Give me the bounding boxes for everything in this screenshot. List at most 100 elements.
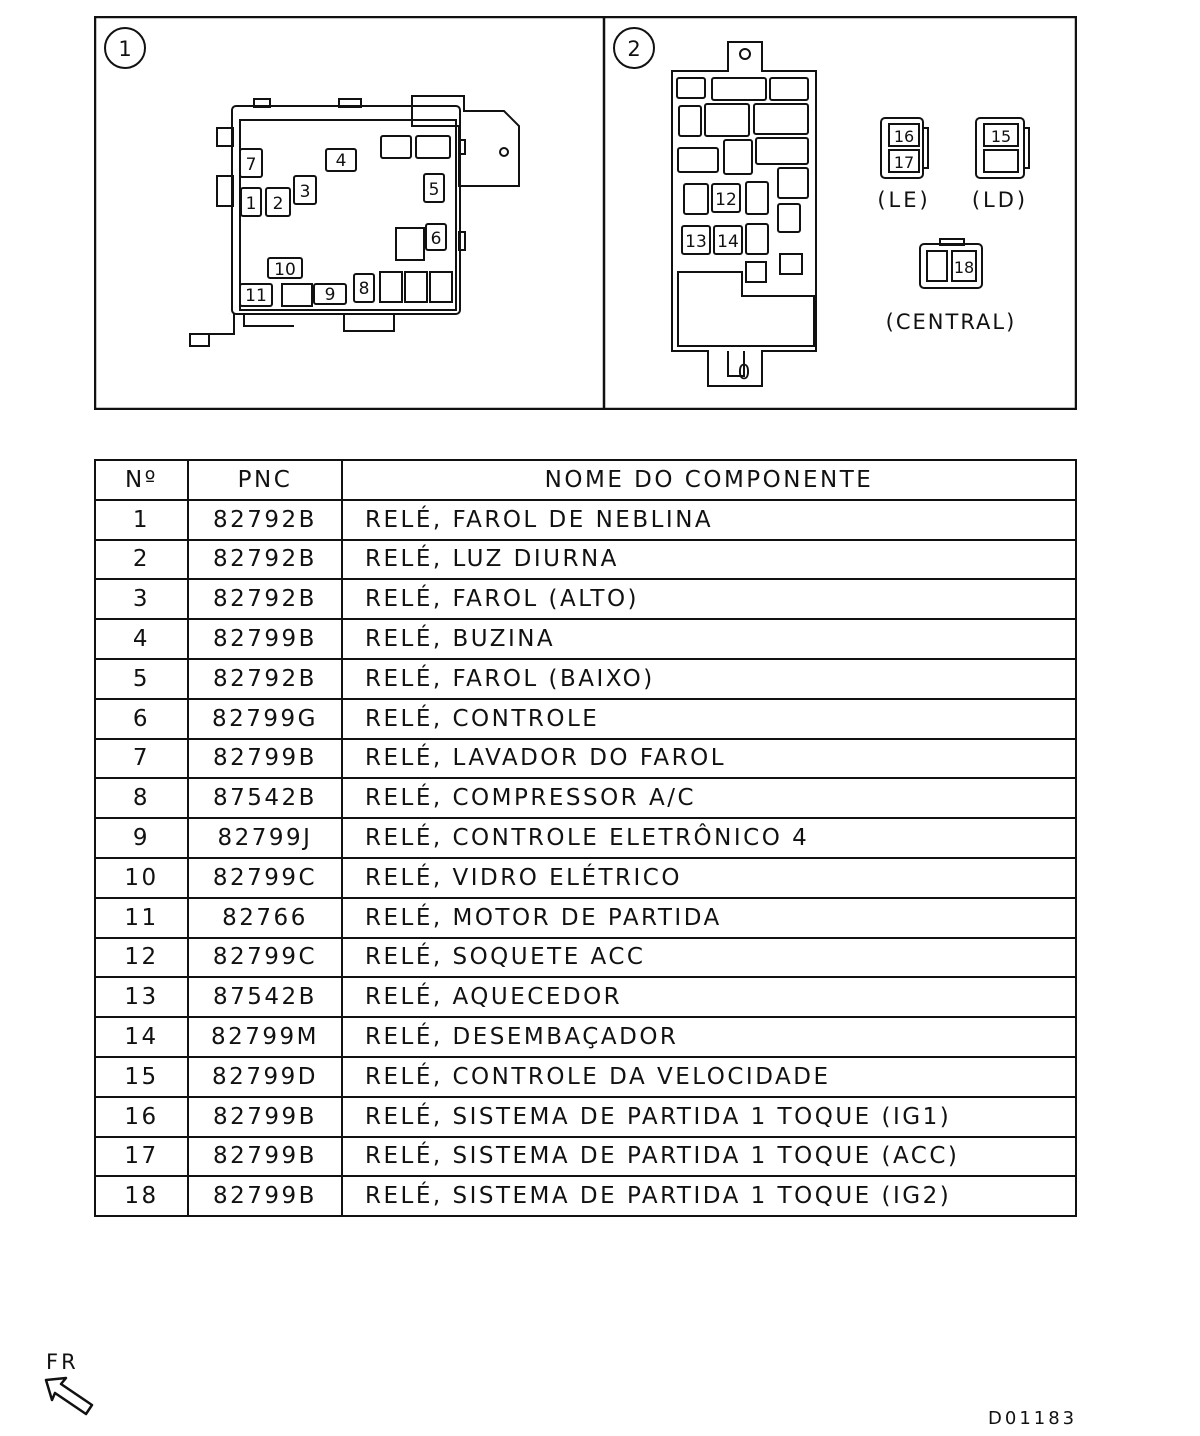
relay-4-marker: 4 (336, 151, 347, 171)
cell-pnc: 82799J (187, 817, 343, 859)
panel-1: 1 (104, 27, 520, 347)
relay-1-marker: 1 (246, 194, 257, 214)
cell-number: 2 (94, 538, 189, 581)
cell-pnc: 82792B (187, 538, 343, 581)
cell-pnc: 82766 (187, 896, 343, 939)
cell-component-name: RELÉ, FAROL (ALTO) (341, 578, 1077, 621)
cell-pnc: 82799G (187, 697, 343, 740)
cell-component-name: RELÉ, BUZINA (341, 618, 1077, 660)
document-id: D01183 (988, 1408, 1078, 1429)
relay-12-marker: 12 (715, 190, 737, 210)
cell-number: 5 (94, 657, 189, 700)
relay-11-marker: 11 (245, 286, 267, 306)
panel-2: 2 12 (613, 27, 1030, 387)
relay-7-marker: 7 (246, 155, 257, 175)
cell-number: 1 (94, 498, 189, 541)
cell-component-name: RELÉ, VIDRO ELÉTRICO (341, 856, 1077, 899)
panel-2-number: 2 (627, 37, 640, 61)
cell-component-name: RELÉ, FAROL DE NEBLINA (341, 498, 1077, 541)
cell-component-name: RELÉ, COMPRESSOR A/C (341, 777, 1077, 820)
dash-junction-block-outline (671, 41, 817, 387)
cell-pnc: 82792B (187, 498, 343, 541)
cell-number: 10 (94, 856, 189, 899)
central-caption: (CENTRAL) (886, 310, 1017, 334)
relay-location-diagram: 1 (94, 16, 1077, 410)
cell-number: 15 (94, 1055, 189, 1098)
cell-pnc: 87542B (187, 777, 343, 820)
engine-fuse-box-outline (189, 95, 520, 347)
cell-pnc: 82799C (187, 936, 343, 979)
relay-15-marker: 15 (991, 127, 1011, 146)
relay-13-marker: 13 (685, 232, 707, 252)
cell-component-name: RELÉ, CONTROLE ELETRÔNICO 4 (341, 817, 1077, 859)
cell-pnc: 82799B (187, 1095, 343, 1138)
header-number: Nº (94, 459, 189, 501)
cell-component-name: RELÉ, SISTEMA DE PARTIDA 1 TOQUE (IG1) (341, 1095, 1077, 1138)
relay-8-marker: 8 (359, 279, 370, 299)
cell-number: 14 (94, 1016, 189, 1058)
cell-number: 17 (94, 1135, 189, 1178)
cell-number: 3 (94, 578, 189, 621)
table-header-row: Nº PNC NOME DO COMPONENTE (94, 459, 1077, 501)
cell-pnc: 82799B (187, 618, 343, 660)
cell-number: 8 (94, 777, 189, 820)
relay-16-marker: 16 (894, 127, 914, 146)
ld-relay-block: 15 (LD) (972, 117, 1030, 212)
relay-10-marker: 10 (274, 260, 296, 280)
header-component-name: NOME DO COMPONENTE (341, 459, 1077, 501)
cell-component-name: RELÉ, SOQUETE ACC (341, 936, 1077, 979)
relay-6-marker: 6 (431, 229, 442, 249)
cell-number: 9 (94, 817, 189, 859)
cell-pnc: 87542B (187, 976, 343, 1019)
relay-18-marker: 18 (954, 258, 974, 277)
cell-component-name: RELÉ, SISTEMA DE PARTIDA 1 TOQUE (ACC) (341, 1135, 1077, 1178)
cell-component-name: RELÉ, MOTOR DE PARTIDA (341, 896, 1077, 939)
cell-component-name: RELÉ, CONTROLE DA VELOCIDADE (341, 1055, 1077, 1098)
relay-14-marker: 14 (717, 232, 739, 252)
panel-1-number: 1 (118, 37, 131, 61)
cell-component-name: RELÉ, SISTEMA DE PARTIDA 1 TOQUE (IG2) (341, 1175, 1077, 1218)
cell-pnc: 82799B (187, 1135, 343, 1178)
cell-pnc: 82799B (187, 1175, 343, 1218)
cell-pnc: 82799M (187, 1016, 343, 1058)
cell-number: 13 (94, 976, 189, 1019)
cell-component-name: RELÉ, FAROL (BAIXO) (341, 657, 1077, 700)
cell-number: 16 (94, 1095, 189, 1138)
cell-number: 7 (94, 737, 189, 780)
cell-component-name: RELÉ, LAVADOR DO FAROL (341, 737, 1077, 780)
cell-component-name: RELÉ, AQUECEDOR (341, 976, 1077, 1019)
front-label: FR (46, 1350, 79, 1374)
le-relay-block: 16 17 (LE) (877, 117, 930, 212)
relay-5-marker: 5 (429, 180, 440, 200)
cell-number: 4 (94, 618, 189, 660)
cell-pnc: 82799C (187, 856, 343, 899)
header-pnc: PNC (187, 459, 343, 501)
relay-2-marker: 2 (273, 194, 284, 214)
ld-caption: (LD) (972, 188, 1028, 212)
cell-component-name: RELÉ, CONTROLE (341, 697, 1077, 740)
cell-component-name: RELÉ, LUZ DIURNA (341, 538, 1077, 581)
cell-component-name: RELÉ, DESEMBAÇADOR (341, 1016, 1077, 1058)
le-caption: (LE) (877, 188, 930, 212)
cell-pnc: 82792B (187, 578, 343, 621)
cell-pnc: 82799B (187, 737, 343, 780)
relay-3-marker: 3 (300, 182, 311, 202)
